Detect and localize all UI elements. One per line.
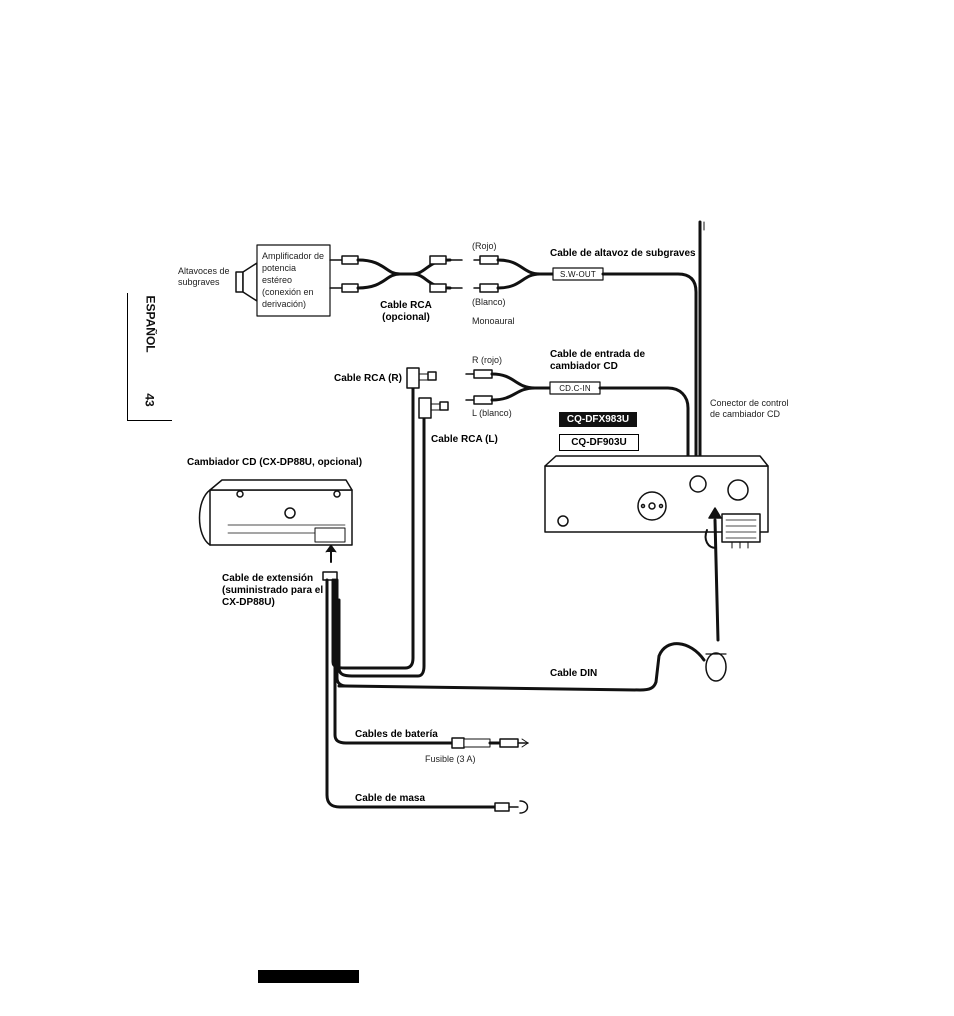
- rca-cable-r-label: Cable RCA (R): [334, 373, 402, 384]
- cd-changer-input-cable: [465, 369, 690, 480]
- white-label: (Blanco): [472, 297, 506, 307]
- amplifier-box: [256, 244, 331, 317]
- control-connector-label: Conector de control de cambiador CD: [710, 398, 789, 419]
- extension-cable: [322, 383, 497, 809]
- footer-bar: [258, 970, 359, 983]
- rca-cable-optional-label: Cable RCA (opcional): [380, 300, 432, 323]
- rca-cable-l-label: Cable RCA (L): [431, 434, 498, 445]
- l-white-label: L (blanco): [472, 408, 512, 418]
- rca-right-plug: [406, 367, 437, 389]
- cdc-in-tag: CD.C-IN: [559, 384, 591, 393]
- cd-changer-input-label: Cable de entrada de cambiador CD: [550, 349, 646, 372]
- amplifier-label: Amplificador de potencia estéreo (conexi…: [262, 251, 325, 309]
- model-dfx983u-badge: CQ-DFX983U: [559, 412, 637, 427]
- subwoofer-speaker-icon: [235, 262, 258, 302]
- language-side-tab: [127, 293, 172, 421]
- subwoofer-output-cable: [473, 255, 698, 480]
- din-cable: [337, 507, 727, 692]
- extension-cable-label: Cable de extensión (suministrado para el…: [222, 573, 324, 608]
- ground-cable-label: Cable de masa: [355, 793, 426, 804]
- monoaural-label: Monoaural: [472, 316, 515, 326]
- din-cable-label: Cable DIN: [550, 668, 598, 679]
- sw-out-tag: S.W-OUT: [560, 270, 596, 279]
- fuse-label: Fusible (3 A): [425, 754, 476, 764]
- r-red-label: R (rojo): [472, 355, 503, 365]
- ground-cable-terminal: [494, 800, 529, 814]
- rca-optional-cable: [329, 255, 463, 293]
- cd-changer: [198, 479, 353, 563]
- battery-cables-label: Cables de batería: [355, 729, 438, 740]
- head-unit: [544, 455, 769, 549]
- page-number: 43: [142, 393, 157, 407]
- subwoofer-speakers-label: Altavoces de subgraves: [178, 266, 230, 287]
- red-label: (Rojo): [472, 241, 497, 251]
- subwoofer-cable-label: Cable de altavoz de subgraves: [550, 248, 696, 259]
- rca-left-plug: [418, 397, 449, 419]
- model-df903u-badge: CQ-DF903U: [559, 434, 639, 451]
- cd-changer-label: Cambiador CD (CX-DP88U, opcional): [187, 457, 363, 468]
- battery-cable: [451, 737, 529, 749]
- language-label: ESPAÑOL: [141, 296, 159, 353]
